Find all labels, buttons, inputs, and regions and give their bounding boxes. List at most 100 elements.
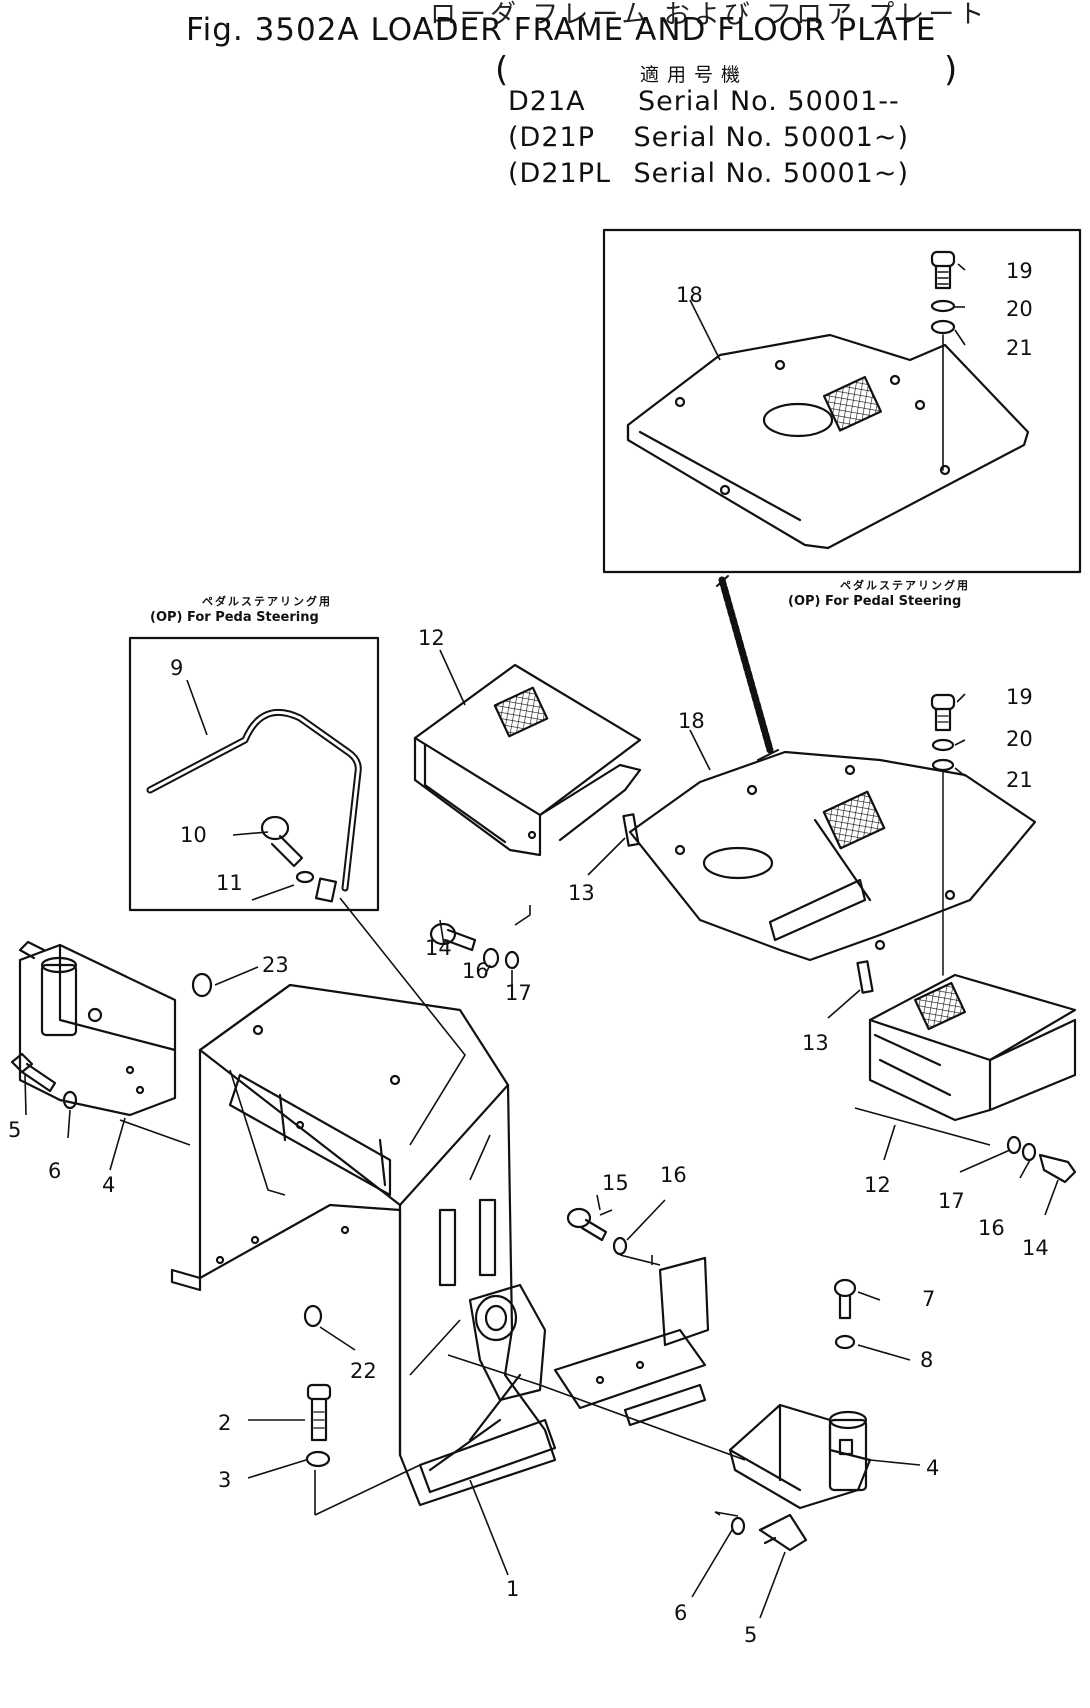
cover-12-lower xyxy=(868,973,1077,1122)
callout-labels: 1 2 3 4 4 5 5 6 6 7 8 9 10 11 12 12 13 1… xyxy=(8,259,1049,1647)
bolt-14-lower xyxy=(1038,1153,1077,1184)
leader-lines xyxy=(119,897,991,1517)
serial-d21p: Serial No. 50001~ xyxy=(633,122,898,153)
note-left-text: (OP) For Peda Steering xyxy=(150,610,319,625)
loader-frame-1 xyxy=(170,983,557,1507)
floor-plate-18 xyxy=(628,750,1037,962)
nut-23 xyxy=(191,972,213,998)
plate-13-upper xyxy=(622,813,640,847)
washer-6-left xyxy=(62,1090,78,1110)
callout-10: 10 xyxy=(180,823,207,847)
bolt-19-top xyxy=(930,250,956,290)
washer-21-right xyxy=(931,758,955,772)
callout-17-lower: 17 xyxy=(938,1189,965,1213)
callout-19-top: 19 xyxy=(1006,259,1033,283)
inset-box-floor-plate xyxy=(602,228,1082,574)
bolt-7 xyxy=(833,1278,857,1320)
callout-22: 22 xyxy=(350,1359,377,1383)
bolt-10 xyxy=(260,815,304,868)
callout-11: 11 xyxy=(216,871,243,895)
callout-15: 15 xyxy=(602,1171,629,1195)
washer-20-right xyxy=(931,738,955,752)
callout-5-left: 5 xyxy=(8,1118,21,1142)
washer-3 xyxy=(305,1450,331,1468)
note-right-text: (OP) For Pedal Steering xyxy=(788,594,962,609)
bolt-2 xyxy=(306,1383,332,1442)
serial-d21a: Serial No. 50001-- xyxy=(638,86,900,117)
callout-13-lower: 13 xyxy=(802,1031,829,1055)
washer-11 xyxy=(295,870,315,884)
callout-17-upper: 17 xyxy=(505,981,532,1005)
bracket-4-right xyxy=(728,1403,872,1510)
callout-12-upper: 12 xyxy=(418,626,445,650)
washer-17-lower xyxy=(1006,1135,1022,1155)
cover-12-upper xyxy=(413,663,642,857)
model-d21p: D21P xyxy=(519,122,595,153)
callout-16-mid: 16 xyxy=(660,1163,687,1187)
link-chain xyxy=(718,576,774,754)
washer-17-upper xyxy=(504,950,520,970)
washer-16-mid xyxy=(612,1236,628,1256)
frame-bracket-right xyxy=(553,1256,710,1427)
note-right-japanese: ペダルステアリング用 xyxy=(840,579,970,592)
callout-20-right: 20 xyxy=(1006,727,1033,751)
callout-4-left: 4 xyxy=(102,1173,115,1197)
right-paren: ) xyxy=(944,50,958,90)
inset-box-pedal-rod xyxy=(128,636,380,912)
figure-title: Fig. 3502A LOADER FRAME AND FLOOR PLATE xyxy=(186,12,937,48)
japanese-title: ローダ フレーム および フロア プレート xyxy=(430,0,989,30)
callout-12-lower: 12 xyxy=(864,1173,891,1197)
washer-6-right xyxy=(730,1516,746,1536)
serial-d21pl: Serial No. 50001~ xyxy=(633,158,898,189)
callout-6-right: 6 xyxy=(674,1601,687,1625)
callout-18-top: 18 xyxy=(676,283,703,307)
washer-21-top xyxy=(930,319,956,335)
left-paren: ( xyxy=(495,50,509,90)
serial-line-d21a: D21A Serial No. 50001-- xyxy=(508,86,900,117)
callout-3: 3 xyxy=(218,1468,231,1492)
callout-23: 23 xyxy=(262,953,289,977)
nut-22 xyxy=(303,1304,323,1328)
note-pedal-steering-left: ペダルステアリング用 (OP) For Peda Steering xyxy=(150,594,332,626)
bolt-15 xyxy=(566,1207,608,1242)
callout-14-upper: 14 xyxy=(425,936,452,960)
washer-16-lower xyxy=(1021,1142,1037,1162)
plate-13-lower xyxy=(856,960,874,994)
callout-21-top: 21 xyxy=(1006,336,1033,360)
pedal-rod-9 xyxy=(146,708,362,903)
washer-8 xyxy=(834,1334,856,1350)
note-left-japanese: ペダルステアリング用 xyxy=(202,595,332,608)
callout-19-right: 19 xyxy=(1006,685,1033,709)
model-d21a: D21A xyxy=(508,86,586,117)
washer-20-top xyxy=(930,299,956,313)
callout-2: 2 xyxy=(218,1411,231,1435)
callout-8: 8 xyxy=(920,1348,933,1372)
bolt-5-right xyxy=(758,1513,808,1552)
floor-plate-option xyxy=(626,333,1030,550)
applicable-label: 適用号機 xyxy=(640,64,749,86)
bracket-4-left xyxy=(18,940,177,1117)
callout-21-right: 21 xyxy=(1006,768,1033,792)
callout-5-right: 5 xyxy=(744,1623,757,1647)
bolt-14-upper xyxy=(429,922,477,952)
callout-9: 9 xyxy=(170,656,183,680)
model-d21pl: D21PL xyxy=(519,158,612,189)
callout-leaders xyxy=(24,263,1059,1619)
callout-16-upper: 16 xyxy=(462,959,489,983)
bolt-19-right xyxy=(930,693,956,732)
callout-1: 1 xyxy=(506,1577,519,1601)
callout-13-upper: 13 xyxy=(568,881,595,905)
callout-7: 7 xyxy=(922,1287,935,1311)
callout-20-top: 20 xyxy=(1006,297,1033,321)
washer-16-upper xyxy=(482,947,500,969)
callout-14-lower: 14 xyxy=(1022,1236,1049,1260)
callout-4-right: 4 xyxy=(926,1456,939,1480)
callout-18-main: 18 xyxy=(678,709,705,733)
callout-6-left: 6 xyxy=(48,1159,61,1183)
callout-16-lower: 16 xyxy=(978,1216,1005,1240)
bolt-5-left xyxy=(10,1052,57,1093)
note-pedal-steering-right: ペダルステアリング用 (OP) For Pedal Steering xyxy=(788,578,970,610)
